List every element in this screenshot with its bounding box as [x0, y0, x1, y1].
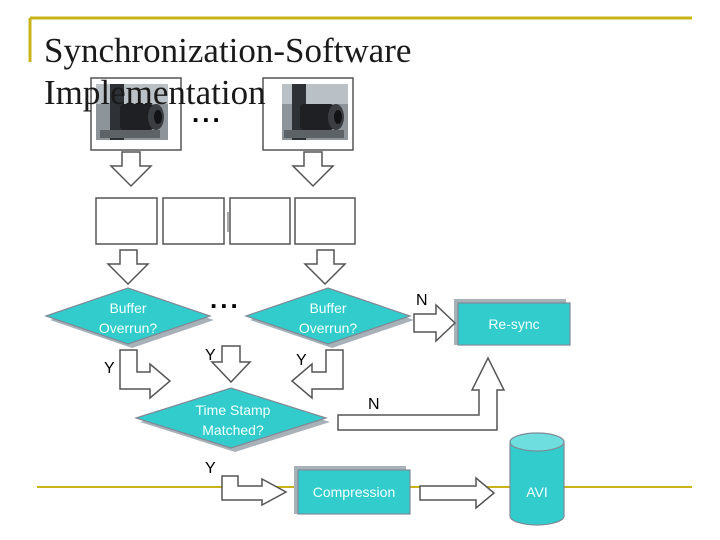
buffer-box-2	[162, 197, 225, 245]
arrow-buffer-left-down	[106, 249, 150, 286]
camera-right-image	[262, 77, 354, 151]
compression-label: Compression	[312, 484, 396, 500]
branch-left-yes: Y	[104, 360, 115, 377]
avi-label: AVI	[526, 484, 548, 500]
buffer-right-label: Buffer Overrun?	[298, 300, 358, 336]
ellipsis-cameras: ...	[192, 98, 223, 128]
avi-cylinder	[509, 432, 565, 526]
page-title-line-1: Synchronization-Software	[44, 31, 412, 70]
ellipsis-decisions: ...	[210, 284, 241, 314]
arrow-right-yes	[290, 349, 344, 400]
arrow-mid-yes-down	[210, 345, 252, 384]
buffer-box-3	[229, 197, 291, 245]
branch-mid-yes: Y	[205, 347, 216, 364]
buffer-box-4	[294, 197, 356, 245]
page-title: Synchronization-Software Implementation	[44, 30, 411, 114]
decision-buffer-left	[44, 287, 212, 345]
arrow-timestamp-no	[337, 356, 506, 431]
arrow-left-yes	[119, 349, 172, 400]
page-title-line-2: Implementation	[44, 73, 266, 112]
arrow-camera-right-down	[291, 151, 335, 188]
buffer-box-1	[95, 197, 158, 245]
branch-timestamp-yes: Y	[205, 460, 216, 477]
arrow-buffer-right-down	[303, 249, 347, 286]
resync-label: Re-sync	[488, 316, 540, 332]
resync-box	[457, 302, 571, 346]
arrow-camera-left-down	[109, 151, 153, 188]
arrow-overrun-no	[413, 303, 457, 343]
camera-left-image	[90, 77, 182, 151]
arrow-to-avi	[419, 476, 496, 510]
compression-box	[297, 469, 411, 515]
branch-overrun-no: N	[416, 292, 428, 309]
branch-timestamp-no: N	[368, 396, 380, 413]
timestamp-label: Time Stamp Matched?	[195, 402, 271, 438]
branch-right-yes: Y	[296, 352, 307, 369]
arrow-timestamp-yes	[221, 475, 288, 507]
buffer-left-label: Buffer Overrun?	[98, 300, 158, 336]
decision-timestamp	[134, 387, 328, 449]
decision-buffer-right	[244, 287, 412, 345]
